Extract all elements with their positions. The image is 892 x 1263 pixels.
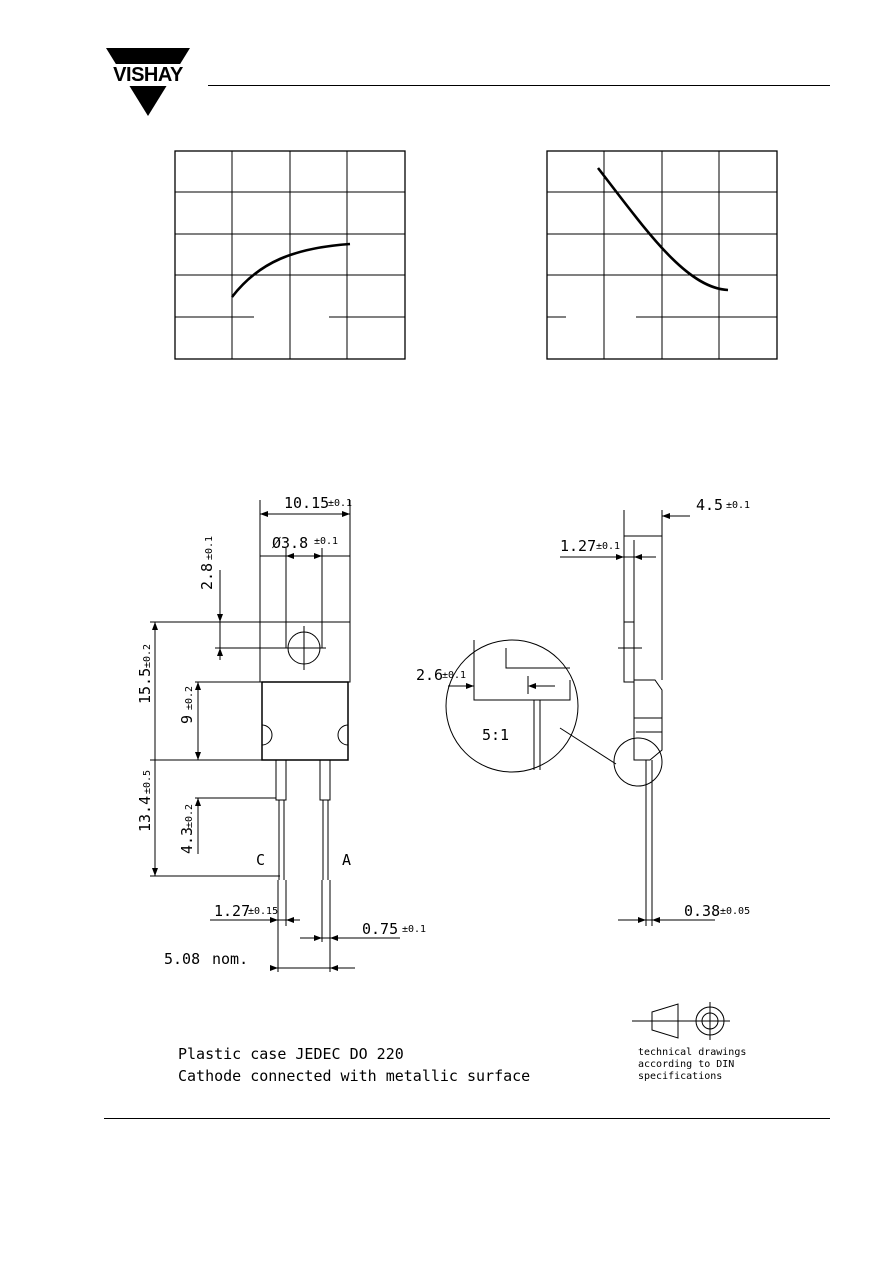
chart-right-curve [596, 167, 729, 292]
lead-anode [319, 759, 331, 801]
detail-large-circle [445, 639, 579, 773]
side-tab [623, 621, 635, 683]
lead-cathode [275, 759, 287, 801]
logo-triangle-icon [106, 48, 190, 116]
detail-small-circle [613, 737, 663, 787]
package-drawing: 10.15 ±0.1 Ø3.8 ±0.1 2.8 ±0.1 15.5 ±0.2 … [136, 494, 750, 972]
dim-width-tol: ±0.1 [328, 498, 352, 509]
side-lead-tol: ±0.05 [720, 906, 750, 917]
side-thick: 4.5 [696, 496, 723, 514]
dim-hole: Ø3.8 [272, 534, 308, 552]
dim-body: 15.5 [136, 668, 154, 704]
dim-pitch-w: 1.27 [214, 902, 250, 920]
package-notes: Plastic case JEDEC DO 220 Cathode connec… [178, 1043, 530, 1087]
side-tab-tol: ±0.1 [596, 541, 620, 552]
detail-scale: 5:1 [482, 726, 509, 744]
dim-lower: 9 [178, 715, 196, 724]
detail-dim: 2.6 [416, 666, 443, 684]
side-tab: 1.27 [560, 537, 596, 555]
body-outline [261, 681, 349, 761]
tech-drawing-note: technical drawings according to DIN spec… [638, 1047, 746, 1083]
dim-body-tol: ±0.2 [142, 644, 153, 668]
dim-lead-upper: 4.3 [178, 827, 196, 854]
projection-symbol-icon [632, 1002, 730, 1040]
chart-right-grid [546, 150, 778, 360]
dim-tab-hole-tol: ±0.1 [204, 536, 215, 560]
pin-label-c: C [256, 851, 265, 869]
footer-rule [104, 1118, 830, 1119]
dim-lower-tol: ±0.2 [184, 686, 195, 710]
vishay-logo: VISHAY [104, 46, 192, 120]
tech-note-line-1: technical drawings [638, 1047, 747, 1058]
detail-dim-tol: ±0.1 [442, 670, 466, 681]
side-body [633, 679, 663, 761]
dim-pitch-w-tol: ±0.15 [248, 906, 278, 917]
tech-note-line-3: specifications [638, 1071, 723, 1082]
dim-lead-w-tol: ±0.1 [402, 924, 426, 935]
note-line-2: Cathode connected with metallic surface [178, 1067, 531, 1085]
dim-lead-w: 0.75 [362, 920, 398, 938]
tech-note-line-2: according to DIN [638, 1059, 735, 1070]
dim-tab-hole: 2.8 [198, 563, 216, 590]
dim-spacing: 5.08 [164, 950, 200, 968]
dim-spacing-unit: nom. [212, 950, 248, 968]
dim-lead-tol: ±0.5 [142, 770, 153, 794]
chart-left [174, 150, 406, 360]
logo-text: VISHAY [113, 64, 183, 86]
side-thick-tol: ±0.1 [726, 500, 750, 511]
header-rule [208, 85, 830, 86]
tab-outline [259, 621, 351, 683]
note-line-1: Plastic case JEDEC DO 220 [178, 1045, 404, 1063]
dim-lead: 13.4 [136, 796, 154, 832]
dim-hole-tol: ±0.1 [314, 536, 338, 547]
side-lead: 0.38 [684, 902, 720, 920]
pin-label-a: A [342, 851, 351, 869]
chart-right [546, 150, 778, 360]
dim-width: 10.15 [284, 494, 329, 512]
chart-left-curve [230, 242, 351, 298]
dim-lead-upper-tol: ±0.2 [184, 804, 195, 828]
